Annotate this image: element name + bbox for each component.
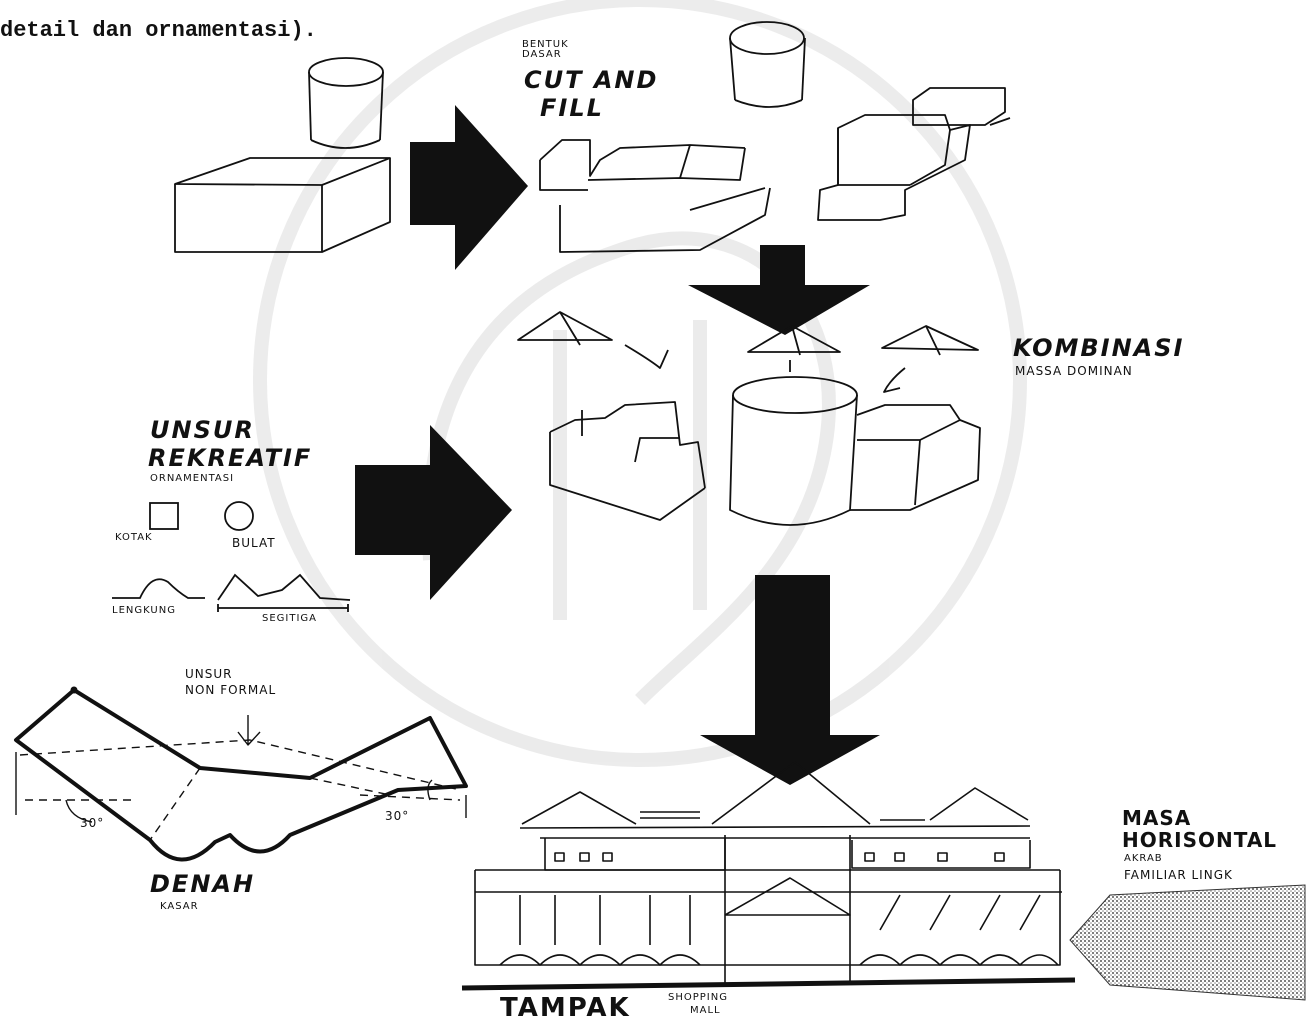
- label-horisontal: HORISONTAL: [1122, 830, 1277, 850]
- ornament-samples: [112, 502, 350, 612]
- label-cut-and: CUT AND: [524, 68, 658, 92]
- label-angle-right: 30°: [385, 810, 409, 822]
- label-non-formal: NON FORMAL: [185, 684, 276, 696]
- floor-plan: [16, 687, 466, 860]
- label-massa-dominan: MASSA DOMINAN: [1015, 365, 1133, 377]
- combination-forms: [518, 312, 980, 525]
- label-unsur: UNSUR: [150, 418, 255, 442]
- label-bentuk-dasar: BENTUK DASAR: [522, 40, 572, 60]
- label-unsur-non: UNSUR: [185, 668, 233, 680]
- label-tampak: TAMPAK: [500, 995, 631, 1021]
- label-kasar: KASAR: [160, 902, 199, 912]
- label-denah: DENAH: [150, 872, 255, 896]
- label-rekreatif: REKREATIF: [148, 446, 312, 470]
- intro-text: detail dan ornamentasi).: [0, 20, 317, 42]
- label-angle-left: 30°: [80, 817, 104, 829]
- label-familiar: FAMILIAR LINGK: [1124, 869, 1233, 881]
- label-segitiga: SEGITIGA: [262, 614, 317, 624]
- label-masa: MASA: [1122, 808, 1191, 828]
- label-akrab: AKRAB: [1124, 854, 1163, 864]
- label-lengkung: LENGKUNG: [112, 606, 176, 616]
- label-ornamentasi: ORNAMENTASI: [150, 474, 234, 484]
- label-mall: MALL: [690, 1006, 721, 1016]
- label-kotak: KOTAK: [115, 533, 153, 543]
- label-shopping: SHOPPING: [668, 993, 728, 1003]
- arrow-down-1: [688, 245, 870, 335]
- label-fill: FILL: [540, 96, 604, 120]
- arrow-right-2: [355, 425, 512, 600]
- basic-forms: [175, 58, 390, 252]
- arrow-right-1: [410, 105, 528, 270]
- label-bulat: BULAT: [232, 537, 276, 549]
- arrow-left-textured: [1070, 885, 1305, 1000]
- watermark-seal: [260, 0, 1020, 760]
- label-kombinasi: KOMBINASI: [1013, 336, 1184, 360]
- mall-elevation: [462, 762, 1075, 988]
